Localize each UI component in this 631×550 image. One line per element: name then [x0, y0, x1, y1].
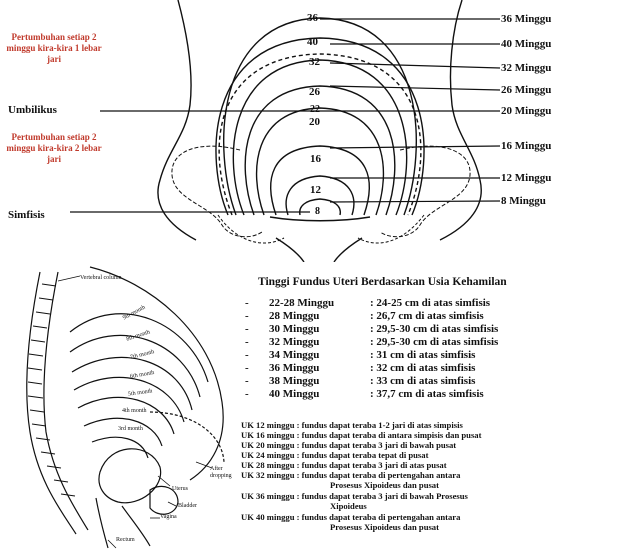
- growth-note-2-fingers: Pertumbuhan setiap 2 minggu kira-kira 2 …: [6, 132, 102, 165]
- simfisis-label: Simfisis: [8, 209, 45, 221]
- curve-number-22: 22: [310, 104, 320, 115]
- curve-number-8: 8: [315, 206, 320, 217]
- row-bullet: -: [245, 349, 249, 361]
- row-value: : 29,5-30 cm di atas simfisis: [370, 323, 498, 335]
- row-bullet: -: [245, 375, 249, 387]
- row-bullet: -: [245, 297, 249, 309]
- week-label-20: 20 Minggu: [501, 105, 551, 117]
- curve-number-26: 26: [309, 86, 320, 98]
- curve-number-16: 16: [310, 153, 321, 165]
- week-label-8: 8 Minggu: [501, 195, 546, 207]
- pelvis-left: [172, 146, 262, 237]
- sagittal-label-after-dropping: After dropping: [210, 466, 234, 480]
- sagittal-label-4th: 4th month: [122, 408, 147, 414]
- uk-note-32-cont: Prosesus Xipoideus dan pusat: [241, 481, 439, 491]
- groin-line-2: [334, 238, 362, 262]
- month-arc-3: [92, 437, 148, 458]
- row-value: : 24-25 cm di atas simfisis: [370, 297, 490, 309]
- row-value: : 26,7 cm di atas simfisis: [370, 310, 484, 322]
- rectum-shape: [96, 498, 108, 548]
- week-label-32: 32 Minggu: [501, 62, 551, 74]
- week-label-40: 40 Minggu: [501, 38, 551, 50]
- curve-number-32: 32: [309, 56, 320, 68]
- sagittal-label-3rd: 3rd month: [118, 426, 143, 432]
- sagittal-label-vertebral: Vertebral column: [80, 275, 121, 281]
- row-week: 38 Minggu: [269, 375, 319, 387]
- row-value: : 32 cm di atas simfisis: [370, 362, 475, 374]
- row-bullet: -: [245, 388, 249, 400]
- month-arc-4: [84, 418, 162, 446]
- sagittal-label-vagina: Vagina: [160, 514, 177, 520]
- row-bullet: -: [245, 362, 249, 374]
- pelvis-lower-right: [358, 215, 424, 243]
- spine-outline-2: [44, 272, 88, 530]
- table-title: Tinggi Fundus Uteri Berdasarkan Usia Keh…: [258, 276, 507, 288]
- month-arc-6: [74, 377, 184, 422]
- row-week: 32 Minggu: [269, 336, 319, 348]
- curve-number-40: 40: [307, 36, 318, 48]
- growth-note-1-finger: Pertumbuhan setiap 2 minggu kira-kira 1 …: [6, 32, 102, 65]
- sagittal-label-bladder: Bladder: [178, 503, 197, 509]
- uterus-shape: [99, 449, 161, 503]
- umbilikus-label: Umbilikus: [8, 104, 57, 116]
- row-week: 30 Minggu: [269, 323, 319, 335]
- row-value: : 33 cm di atas simfisis: [370, 375, 475, 387]
- sagittal-diagram: [0, 262, 236, 550]
- abdomen-outline: [90, 267, 223, 480]
- uk-note-40-cont: Prosesus Xipoideus dan pusat: [241, 523, 439, 533]
- row-value: : 31 cm di atas simfisis: [370, 349, 475, 361]
- pelvis-lower-left: [218, 215, 284, 243]
- after-dropping-arc: [150, 412, 224, 462]
- curve-number-36: 36: [307, 12, 318, 24]
- sagittal-label-rectum: Rectum: [116, 537, 135, 543]
- simfisis-base: [270, 217, 370, 221]
- sagittal-label-uterus: Uterus: [172, 486, 188, 492]
- row-week: 22-28 Minggu: [269, 297, 334, 309]
- pelvis-right: [380, 146, 470, 237]
- curve-number-12: 12: [310, 184, 321, 196]
- week-label-12: 12 Minggu: [501, 172, 551, 184]
- row-value: : 37,7 cm di atas simfisis: [370, 388, 484, 400]
- row-week: 40 Minggu: [269, 388, 319, 400]
- week-label-16: 16 Minggu: [501, 140, 551, 152]
- curve-number-20: 20: [309, 116, 320, 128]
- uk-note-36-cont: Xipoideus: [241, 502, 367, 512]
- row-week: 28 Minggu: [269, 310, 319, 322]
- row-value: : 29,5-30 cm di atas simfisis: [370, 336, 498, 348]
- row-week: 34 Minggu: [269, 349, 319, 361]
- month-arc-8: [70, 335, 200, 397]
- row-bullet: -: [245, 336, 249, 348]
- body-outline-left: [158, 0, 196, 240]
- body-outline-right: [440, 0, 481, 240]
- row-bullet: -: [245, 310, 249, 322]
- week-label-26: 26 Minggu: [501, 84, 551, 96]
- row-bullet: -: [245, 323, 249, 335]
- row-week: 36 Minggu: [269, 362, 319, 374]
- week-label-36: 36 Minggu: [501, 13, 551, 25]
- groin-line: [276, 238, 304, 262]
